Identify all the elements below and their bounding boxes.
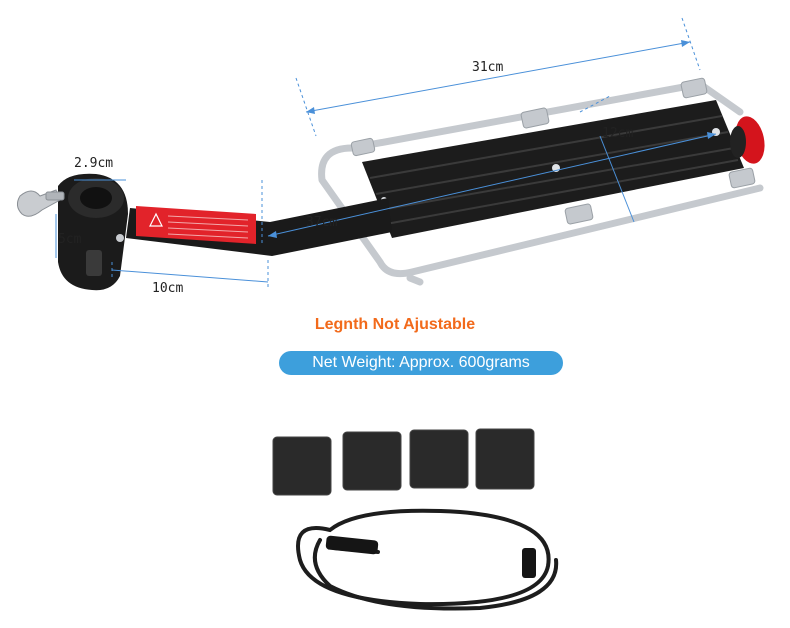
reflector-mount: [730, 126, 746, 158]
warning-sticker: [136, 206, 256, 244]
dim-clamp-2-9cm: 2.9cm: [74, 156, 114, 171]
dim-seatpost-10cm: 10cm: [152, 281, 184, 296]
warning-triangle-icon: [149, 212, 163, 227]
rubber-pads: [272, 428, 535, 496]
support-arm: [126, 198, 392, 256]
elastic-cord-icon: [296, 508, 559, 611]
dim-length-31cm: 31cm: [472, 60, 504, 75]
net-weight-badge: Net Weight: Approx. 600grams: [279, 351, 563, 375]
rubber-pad: [272, 436, 332, 496]
platform-grooves: [369, 115, 739, 225]
rubber-pad: [342, 431, 402, 491]
sticker-text-lines: [167, 215, 249, 239]
rail-brackets: [350, 77, 756, 225]
dim-arm-37cm: 37cm: [306, 215, 338, 230]
dim-width-12cm: 12cm: [602, 126, 634, 141]
rubber-pad: [475, 428, 535, 490]
quick-release-lever: [16, 189, 65, 217]
length-note: Legnth Not Ajustable: [314, 316, 476, 333]
seatpost-clamp: [58, 173, 128, 291]
rubber-pad: [409, 429, 469, 489]
cord-hooks: [325, 535, 536, 578]
dim-clamp-5cm: 5cm: [58, 232, 82, 247]
dimension-arrowheads: [268, 40, 716, 238]
dimension-lines: [55, 17, 717, 290]
